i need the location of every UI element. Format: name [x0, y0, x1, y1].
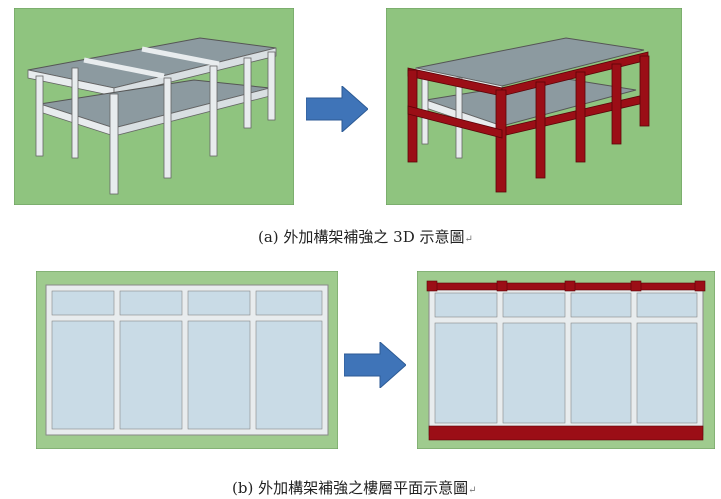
plan-strengthened — [417, 271, 715, 449]
figure-3d-original — [14, 8, 294, 205]
caption-b: (b) 外加構架補強之樓層平面示意圖↵ — [232, 477, 476, 498]
caption-a: (a) 外加構架補強之 3D 示意圖↵ — [258, 226, 473, 247]
external-frame — [407, 51, 650, 193]
columns — [35, 51, 276, 195]
paragraph-mark-2: ↵ — [468, 485, 477, 496]
caption-a-text: (a) 外加構架補強之 3D 示意圖 — [258, 228, 465, 246]
paragraph-mark: ↵ — [464, 234, 473, 245]
arrow-right-icon-2 — [344, 342, 406, 388]
external-frame-plan — [426, 280, 706, 441]
plan-original — [36, 271, 338, 449]
caption-b-text: (b) 外加構架補強之樓層平面示意圖 — [232, 479, 469, 497]
arrow-right-icon — [306, 86, 368, 132]
figure-3d-strengthened — [386, 8, 682, 205]
